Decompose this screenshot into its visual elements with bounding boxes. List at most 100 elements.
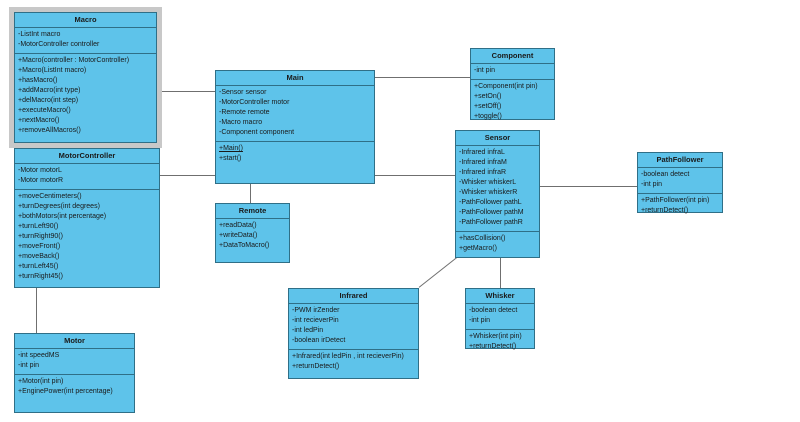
attribute-row: -ListInt macro <box>18 31 61 38</box>
uml-class-pathfollower[interactable]: PathFollower-boolean detect-int pin+Path… <box>637 152 723 214</box>
method-row: +EnginePower(int percentage) <box>18 388 113 395</box>
class-name-component: Component <box>471 49 554 64</box>
class-attributes-motor: -int speedMS -int pin <box>15 349 134 375</box>
connector-motorcontroller-main[interactable] <box>160 175 215 176</box>
attribute-row: -PathFollower pathL <box>459 199 522 206</box>
attribute-row: -Remote remote <box>219 109 270 116</box>
uml-class-main[interactable]: Main-Sensor sensor-MotorController motor… <box>215 70 375 184</box>
attribute-row: -Infrared infraL <box>459 149 505 156</box>
connector-macro-main[interactable] <box>157 91 215 92</box>
class-name-infrared: Infrared <box>289 289 418 304</box>
method-row: +Component(int pin) <box>474 83 538 90</box>
class-attributes-macro: -ListInt macro -MotorController controlle… <box>15 28 156 54</box>
attribute-row: -int ledPin <box>292 327 324 334</box>
attribute-row: -int pin <box>18 362 40 369</box>
attribute-row: -PathFollower pathR <box>459 219 523 226</box>
method-row: +returnDetect() <box>469 343 517 350</box>
class-methods-pathfollower: +PathFollower(int pin) +returnDetect() <box>638 194 722 219</box>
class-name-remote: Remote <box>216 204 289 219</box>
method-row: +DataToMacro() <box>219 242 270 249</box>
method-row: +executeMacro() <box>18 107 71 114</box>
method-row: +turnDegrees(int degrees) <box>18 203 100 210</box>
attribute-row: -PathFollower pathM <box>459 209 524 216</box>
method-row: +toggle() <box>474 113 502 120</box>
attribute-row: -int pin <box>641 181 663 188</box>
connector-sensor-pathfollower[interactable] <box>540 186 637 187</box>
method-row: +returnDetect() <box>292 363 340 370</box>
attribute-row: -Sensor sensor <box>219 89 267 96</box>
attribute-row: -Macro macro <box>219 119 263 126</box>
class-attributes-whisker: -boolean detect -int pin <box>466 304 534 330</box>
method-row: +delMacro(int step) <box>18 97 79 104</box>
class-name-whisker: Whisker <box>466 289 534 304</box>
connector-motorcontroller-motor[interactable] <box>36 288 37 333</box>
attribute-row: -Whisker whiskerR <box>459 189 518 196</box>
method-row: +Whisker(int pin) <box>469 333 522 340</box>
connector-main-sensor[interactable] <box>375 175 455 176</box>
uml-class-motor[interactable]: Motor -int speedMS -int pin +Motor(int pin)… <box>14 333 135 413</box>
attribute-row: -boolean detect <box>469 307 518 314</box>
class-name-sensor: Sensor <box>456 131 539 146</box>
method-row: +nextMacro() <box>18 117 60 124</box>
uml-class-macro[interactable]: Macro -ListInt macro -MotorController cont… <box>9 7 162 148</box>
connector-sensor-infrared[interactable] <box>418 257 457 288</box>
method-row: +getMacro() <box>459 245 497 252</box>
uml-class-component[interactable]: Component -int pin +Component(int pin) +set… <box>470 48 555 120</box>
class-methods-infrared: +Infrared(int ledPin , int recieverPin) +… <box>289 350 418 375</box>
attribute-row: -Infrared infraR <box>459 169 507 176</box>
attribute-row: -Component component <box>219 129 295 136</box>
uml-class-remote[interactable]: Remote +readData() +writeData() +DataToMacr… <box>215 203 290 263</box>
class-methods-component: +Component(int pin)+setOn()+setOff()+tog… <box>471 80 554 125</box>
method-row: +turnLeft90() <box>18 223 59 230</box>
method-row: +Macro(controller : MotorController) <box>18 57 130 64</box>
uml-class-sensor[interactable]: Sensor-Infrared infraL-Infrared infraM-I… <box>455 130 540 258</box>
method-row: +moveFront() <box>18 243 61 250</box>
uml-class-infrared[interactable]: Infrared -PWM irZender -int recieverPin -in… <box>288 288 419 379</box>
attribute-row: -int pin <box>469 317 491 324</box>
class-attributes-main: -Sensor sensor-MotorController motor-Rem… <box>216 86 374 142</box>
method-row: +Infrared(int ledPin , int recieverPin) <box>292 353 404 360</box>
attribute-row: -Motor motorL <box>18 167 62 174</box>
class-methods-remote: +readData() +writeData() +DataToMacro() <box>216 219 289 254</box>
class-name-motor: Motor <box>15 334 134 349</box>
class-methods-main: +Main() +start() <box>216 142 374 167</box>
method-row: +bothMotors(int percentage) <box>18 213 107 220</box>
class-name-macro: Macro <box>15 13 156 28</box>
method-row: +start() <box>219 155 242 162</box>
method-row: +readData() <box>219 222 257 229</box>
class-attributes-sensor: -Infrared infraL-Infrared infraM-Infrare… <box>456 146 539 232</box>
attribute-row: -Whisker whiskerL <box>459 179 517 186</box>
method-row: +moveCentimeters() <box>18 193 82 200</box>
attribute-row: -boolean irDetect <box>292 337 346 344</box>
attribute-row: -int recieverPin <box>292 317 339 324</box>
attribute-row: -int speedMS <box>18 352 60 359</box>
attribute-row: -int pin <box>474 67 496 74</box>
method-row: +hasCollision() <box>459 235 506 242</box>
class-methods-motor: +Motor(int pin) +EnginePower(int percenta… <box>15 375 134 400</box>
method-row: +returnDetect() <box>641 207 689 214</box>
connector-main-remote[interactable] <box>250 184 251 203</box>
uml-class-whisker[interactable]: Whisker -boolean detect -int pin +Whisker(i… <box>465 288 535 350</box>
attribute-row: -MotorController controller <box>18 41 100 48</box>
class-methods-motorcontroller: +moveCentimeters() +turnDegrees(int degre… <box>15 190 159 285</box>
uml-class-motorcontroller[interactable]: MotorController-Motor motorL-Motor motor… <box>14 148 160 288</box>
connector-sensor-whisker[interactable] <box>500 258 501 288</box>
method-row: +turnLeft45() <box>18 263 59 270</box>
class-name-pathfollower: PathFollower <box>638 153 722 168</box>
class-methods-macro: +Macro(controller : MotorController)+Mac… <box>15 54 156 139</box>
class-methods-sensor: +hasCollision() +getMacro() <box>456 232 539 257</box>
class-attributes-infrared: -PWM irZender -int recieverPin -int ledPin… <box>289 304 418 350</box>
method-row: +writeData() <box>219 232 258 239</box>
method-row: +setOff() <box>474 103 502 110</box>
connector-main-component[interactable] <box>375 77 470 78</box>
method-row: +hasMacro() <box>18 77 58 84</box>
method-row: +Main() <box>219 145 243 152</box>
connector-macro-motorcontroller[interactable] <box>52 143 53 148</box>
attribute-row: -Motor motorR <box>18 177 64 184</box>
method-row: +PathFollower(int pin) <box>641 197 710 204</box>
attribute-row: -PWM irZender <box>292 307 340 314</box>
class-attributes-component: -int pin <box>471 64 554 80</box>
class-methods-whisker: +Whisker(int pin) +returnDetect() <box>466 330 534 355</box>
method-row: +Motor(int pin) <box>18 378 64 385</box>
